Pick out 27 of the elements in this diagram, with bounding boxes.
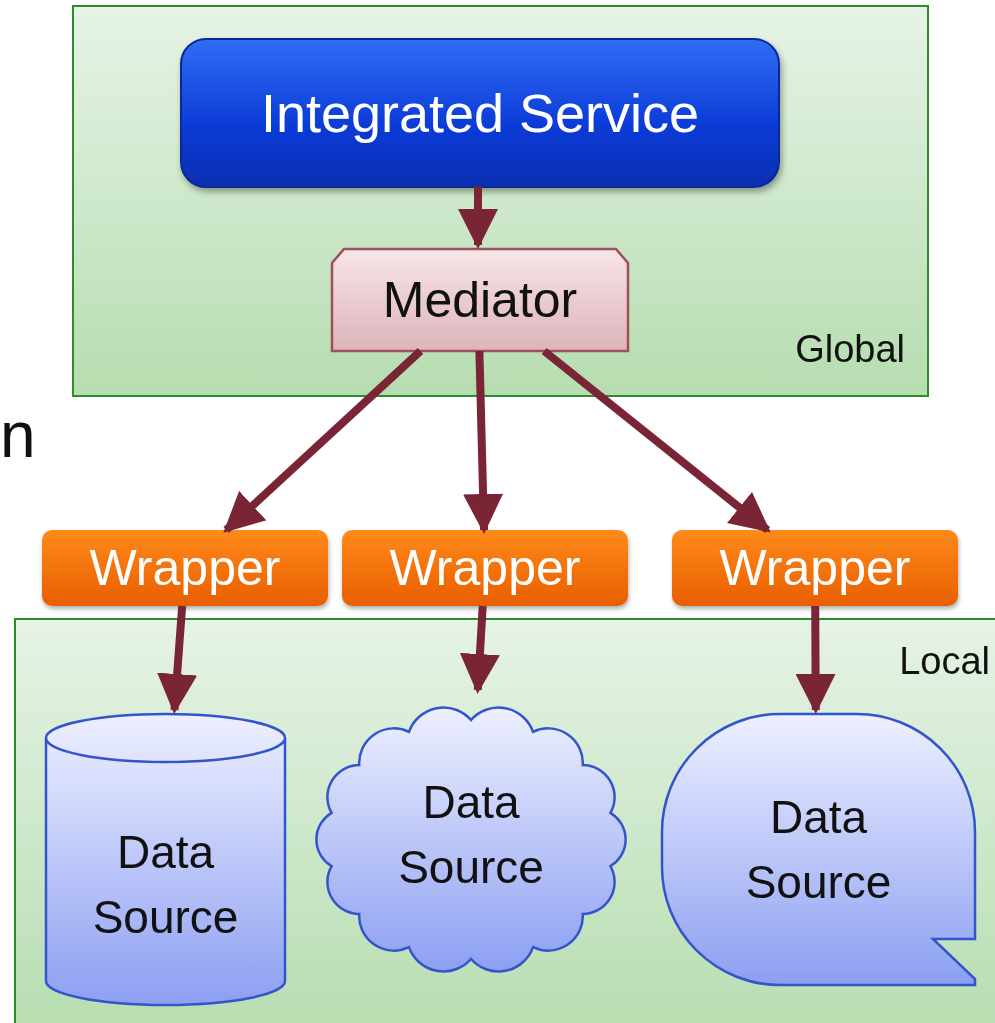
mediator-shape (330, 247, 630, 353)
wrapper-label: Wrapper (89, 539, 281, 597)
group-panel (72, 5, 929, 397)
wrapper-box (42, 530, 328, 606)
cut-off-text: n (0, 398, 36, 472)
wrapper-label: Wrapper (389, 539, 581, 597)
arrow (541, 347, 771, 534)
speech-bubble-shape (660, 712, 977, 987)
service-label: Integrated Service (260, 82, 700, 144)
panel-title: Global (795, 328, 905, 371)
shape-label: Data Source (91, 825, 240, 945)
shape-label: Data Source (744, 790, 893, 910)
group-panel (14, 618, 995, 1023)
arrow (223, 348, 424, 533)
shape-label: Data Source (397, 775, 545, 895)
arrow (795, 605, 836, 714)
wrapper-box (672, 530, 958, 606)
panel-title: Local (899, 640, 990, 683)
service-box (180, 38, 780, 188)
arrow (463, 350, 504, 534)
shape-label: Mediator (381, 271, 579, 330)
wrapper-label: Wrapper (719, 539, 911, 597)
arrow (459, 605, 500, 694)
wrapper-box (342, 530, 628, 606)
arrow (458, 186, 498, 249)
database-cylinder (44, 712, 287, 1007)
arrow (157, 605, 198, 714)
